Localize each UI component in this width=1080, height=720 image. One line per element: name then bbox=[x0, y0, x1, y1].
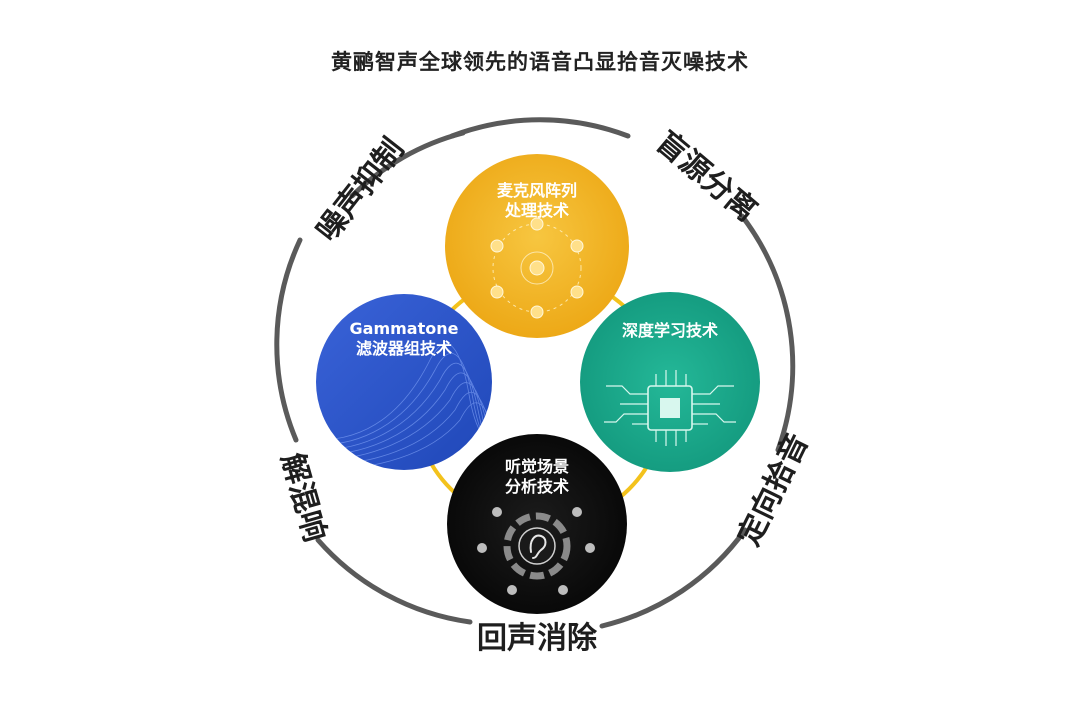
deep-learning-label: 深度学习技术 bbox=[622, 321, 718, 340]
scene-icons bbox=[477, 507, 595, 595]
mic-array-icon bbox=[490, 217, 584, 319]
outer-label-echo-cancellation: 回声消除 bbox=[477, 621, 598, 656]
mic-array-line1: 麦克风阵列 bbox=[497, 181, 577, 200]
tech-circle-auditory-scene: 听觉场景 分析技术 bbox=[447, 434, 627, 614]
auditory-scene-line1: 听觉场景 bbox=[505, 457, 569, 476]
chip-icon bbox=[604, 370, 736, 446]
outer-label-directional-pickup: 定向拾音 bbox=[731, 428, 815, 551]
outer-ring bbox=[274, 117, 796, 629]
outer-label-dereverberation: 解混响 bbox=[274, 449, 332, 545]
tech-circle-gammatone: Gammatone 滤波器组技术 bbox=[316, 294, 492, 470]
outer-label-blind-source-separation: 盲源分离 bbox=[649, 125, 763, 229]
diagram-title: 黄鹂智声全球领先的语音凸显拾音灭噪技术 bbox=[331, 50, 749, 74]
mic-array-line2: 处理技术 bbox=[504, 201, 569, 220]
ear-icon bbox=[503, 512, 571, 580]
auditory-scene-line2: 分析技术 bbox=[505, 477, 569, 496]
tech-circle-mic-array: 麦克风阵列 处理技术 bbox=[445, 154, 629, 338]
gammatone-line1: Gammatone bbox=[350, 319, 459, 338]
tech-circle-deep-learning: 深度学习技术 bbox=[580, 292, 760, 472]
gammatone-line2: 滤波器组技术 bbox=[356, 339, 452, 358]
outer-label-noise-suppression: 噪声抑制 bbox=[310, 132, 411, 248]
